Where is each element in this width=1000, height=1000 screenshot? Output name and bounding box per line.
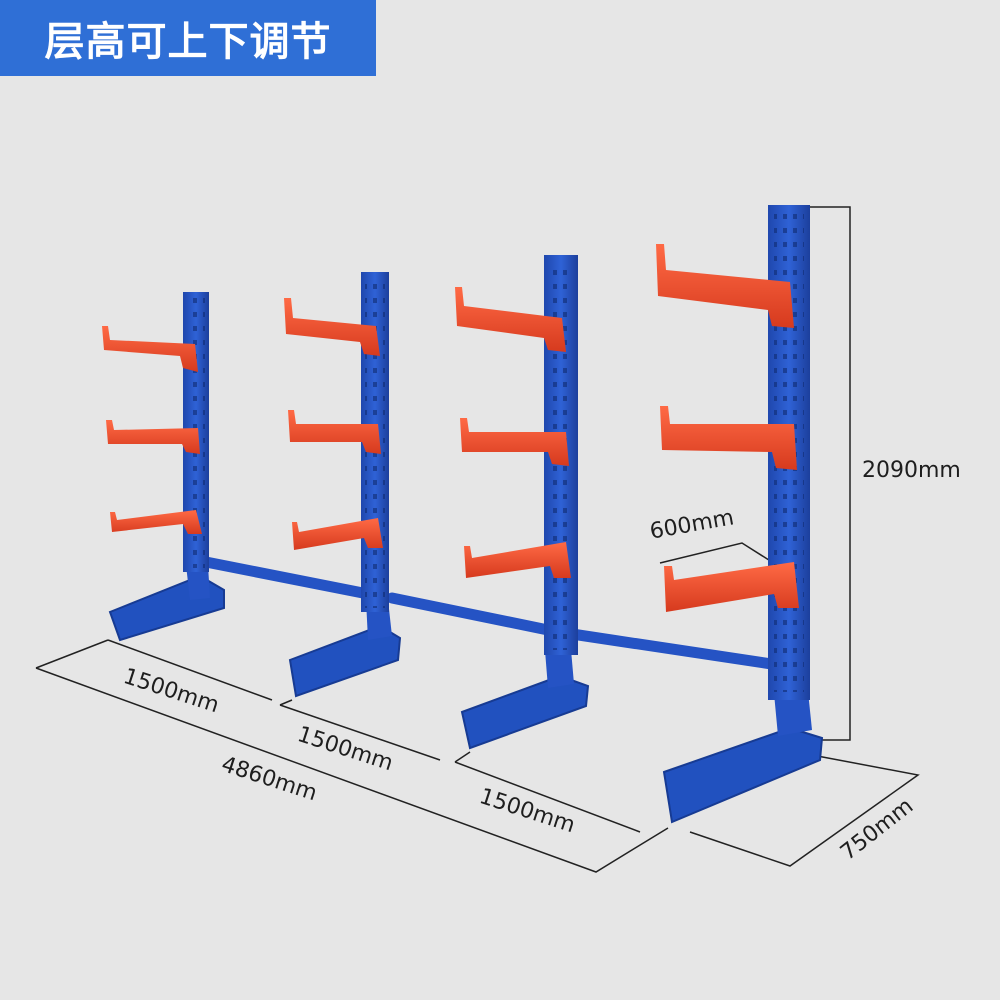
rack-unit-2 [284, 272, 402, 698]
height-label: 2090mm [862, 458, 961, 483]
rack-unit-3 [455, 255, 590, 750]
title-banner: 层高可上下调节 [0, 0, 376, 76]
rack-unit-4 [656, 205, 824, 824]
banner-title: 层高可上下调节 [44, 19, 332, 65]
rack-unit-1 [102, 292, 225, 642]
cross-braces [200, 556, 784, 671]
dimension-lines [35, 206, 920, 873]
